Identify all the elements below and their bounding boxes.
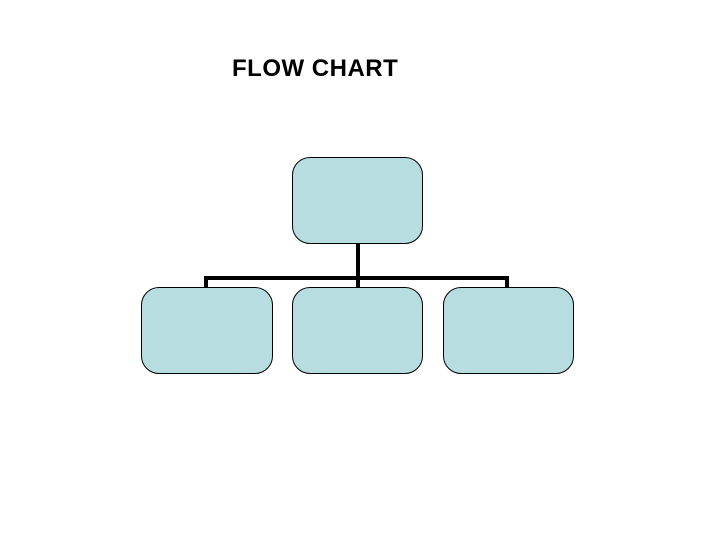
connector-horizontal-bar — [204, 276, 509, 280]
flowchart-node-child-3 — [443, 287, 574, 374]
flowchart-node-child-2 — [292, 287, 423, 374]
page-title: FLOW CHART — [232, 55, 399, 82]
flowchart-node-root — [292, 157, 423, 244]
connector-root-trunk — [356, 243, 360, 289]
connector-stub-child-3 — [505, 276, 509, 289]
flowchart-node-child-1 — [141, 287, 273, 374]
connector-stub-child-1 — [204, 276, 208, 289]
